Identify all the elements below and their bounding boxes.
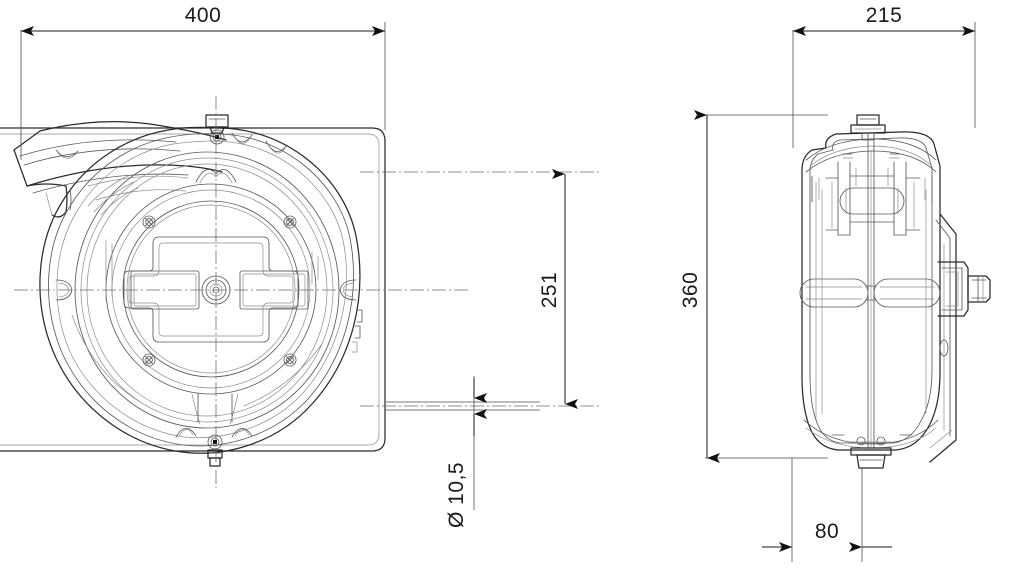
front-hole-leaders [386,401,540,411]
dimension-251-label: 251 [538,272,561,309]
side-left-ribs [815,181,927,421]
screw-top-right [283,215,297,229]
side-center-shaft [867,132,875,449]
dimension-360-label: 360 [679,272,702,309]
front-centerlines [14,96,600,488]
dimension-400: 400 [20,4,386,160]
dimension-360: 360 [679,110,828,463]
side-outlet-fitting [937,261,991,317]
side-view [799,114,991,469]
dimension-80: 80 [762,458,892,562]
front-drum-face [105,183,317,395]
front-housing-outer [39,126,361,454]
side-drum-barrel [825,161,921,236]
front-top-features [195,114,288,184]
screw-bottom-left [142,353,156,367]
dimension-215: 215 [792,4,976,148]
side-dimensions: 215 360 80 [679,4,976,562]
side-top-bolt [850,114,886,141]
side-bottom-bolt [850,447,892,469]
side-top-band [805,138,937,203]
front-mounting-plate [0,127,386,452]
dimension-251: 251 [538,169,578,409]
side-body-outline [801,131,941,451]
front-dimensions: 400 251 Ø 10,5 [20,4,578,528]
dimension-215-label: 215 [866,4,903,27]
dimension-hole-diameter-label: Ø 10,5 [445,462,468,528]
front-bottom-features [175,393,253,467]
dimension-80-label: 80 [815,520,839,543]
screw-top-left [142,215,156,229]
front-view [0,96,600,488]
front-screws [142,215,297,367]
screw-bottom-right [283,353,297,367]
dimension-400-label: 400 [185,4,222,27]
front-internal-details [71,175,323,407]
side-handle-slots [799,278,941,308]
dimension-hole-diameter: Ø 10,5 [445,376,487,528]
side-wall-bracket [929,213,957,463]
front-guide-arm [13,121,227,218]
